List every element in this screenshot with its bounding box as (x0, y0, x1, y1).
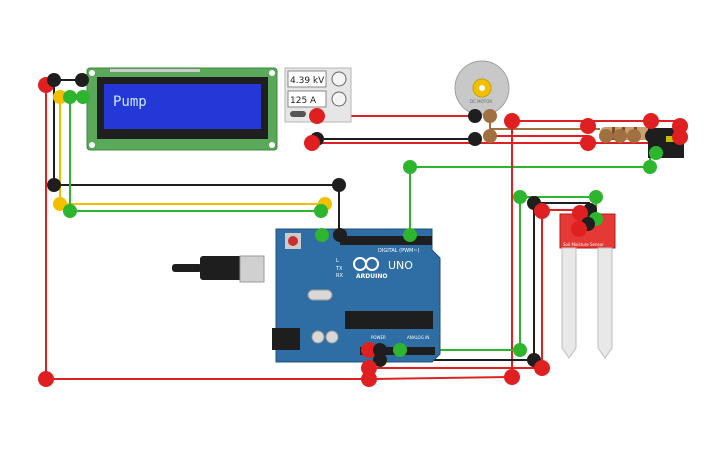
node-red[interactable] (571, 221, 587, 237)
node-red[interactable] (361, 360, 377, 376)
power-supply[interactable]: 4.39 kV 125 A (284, 67, 352, 123)
reset-button[interactable] (288, 236, 298, 246)
power-jack (272, 328, 300, 350)
node-red[interactable] (504, 113, 520, 129)
node-black[interactable] (468, 109, 482, 123)
node-green[interactable] (76, 90, 90, 104)
node-red[interactable] (309, 108, 325, 124)
voltage-readout: 4.39 kV (290, 76, 325, 86)
node-red[interactable] (643, 113, 659, 129)
node-red[interactable] (534, 203, 550, 219)
power-label: POWER (371, 335, 386, 340)
node-red[interactable] (572, 205, 588, 221)
node-green[interactable] (649, 146, 663, 160)
soil-moisture-sensor[interactable]: Soil Moisture Sensor (559, 213, 616, 359)
node-black[interactable] (47, 178, 61, 192)
node-red[interactable] (361, 342, 377, 358)
voltage-knob[interactable] (331, 71, 347, 87)
node-black[interactable] (332, 178, 346, 192)
node-green[interactable] (403, 160, 417, 174)
wire-red-bottom-right[interactable] (368, 376, 513, 380)
node-red[interactable] (672, 129, 688, 145)
node-brown[interactable] (599, 129, 613, 143)
node-black[interactable] (645, 129, 659, 143)
node-red[interactable] (504, 369, 520, 385)
node-brown[interactable] (613, 129, 627, 143)
power-switch[interactable] (290, 111, 306, 117)
connection-nodes (38, 73, 688, 387)
node-red[interactable] (672, 118, 688, 134)
node-black[interactable] (47, 73, 61, 87)
digital-label: DIGITAL (PWM~) (378, 248, 420, 254)
arduino-uno[interactable]: DIGITAL (PWM~) ARDUINO UNO L TX RX POWER… (172, 228, 441, 363)
lcd-pin-header (110, 69, 200, 72)
node-green[interactable] (643, 160, 657, 174)
node-yellow[interactable] (53, 90, 67, 104)
current-knob[interactable] (331, 91, 347, 107)
node-green[interactable] (63, 204, 77, 218)
node-red[interactable] (38, 371, 54, 387)
label-rx: RX (336, 273, 343, 279)
arduino-model: UNO (388, 259, 413, 272)
digital-header (340, 236, 432, 245)
node-green[interactable] (314, 204, 328, 218)
node-yellow[interactable] (53, 197, 67, 211)
dc-motor[interactable]: DC MOTOR (454, 60, 510, 116)
lcd-module[interactable]: Pump (86, 67, 278, 151)
motor-label: DC MOTOR (470, 99, 492, 104)
arduino-brand: ARDUINO (356, 273, 387, 280)
usb-cable-plug[interactable] (200, 256, 244, 280)
node-black[interactable] (333, 228, 347, 242)
node-brown[interactable] (627, 129, 641, 143)
analog-label: ANALOG IN (407, 335, 429, 340)
node-green[interactable] (315, 228, 329, 242)
node-green[interactable] (393, 343, 407, 357)
usb-plug-tip (172, 264, 202, 272)
node-green[interactable] (63, 90, 77, 104)
node-red[interactable] (580, 118, 596, 134)
node-green[interactable] (513, 190, 527, 204)
lcd-screen (104, 84, 261, 129)
node-green[interactable] (403, 228, 417, 242)
node-brown[interactable] (483, 129, 497, 143)
node-black[interactable] (75, 73, 89, 87)
wire-green-signal[interactable] (409, 150, 651, 235)
lcd-text: Pump (113, 94, 147, 110)
node-green[interactable] (589, 190, 603, 204)
node-black[interactable] (468, 132, 482, 146)
sensor-label: Soil Moisture Sensor (563, 242, 604, 247)
atmega-chip (345, 311, 433, 329)
sensor-probe-right (597, 247, 613, 359)
node-black[interactable] (373, 353, 387, 367)
node-red[interactable] (361, 371, 377, 387)
usb-port (239, 255, 265, 283)
wire-black-lcd[interactable] (53, 80, 340, 235)
node-red[interactable] (580, 135, 596, 151)
node-red[interactable] (304, 135, 320, 151)
node-black[interactable] (373, 343, 387, 357)
node-green[interactable] (513, 343, 527, 357)
node-red[interactable] (534, 360, 550, 376)
label-l: L (336, 258, 339, 264)
current-readout: 125 A (290, 96, 317, 106)
analog-header (405, 347, 435, 355)
node-brown[interactable] (483, 109, 497, 123)
label-tx: TX (335, 266, 343, 272)
sensor-probe-left (561, 247, 577, 359)
